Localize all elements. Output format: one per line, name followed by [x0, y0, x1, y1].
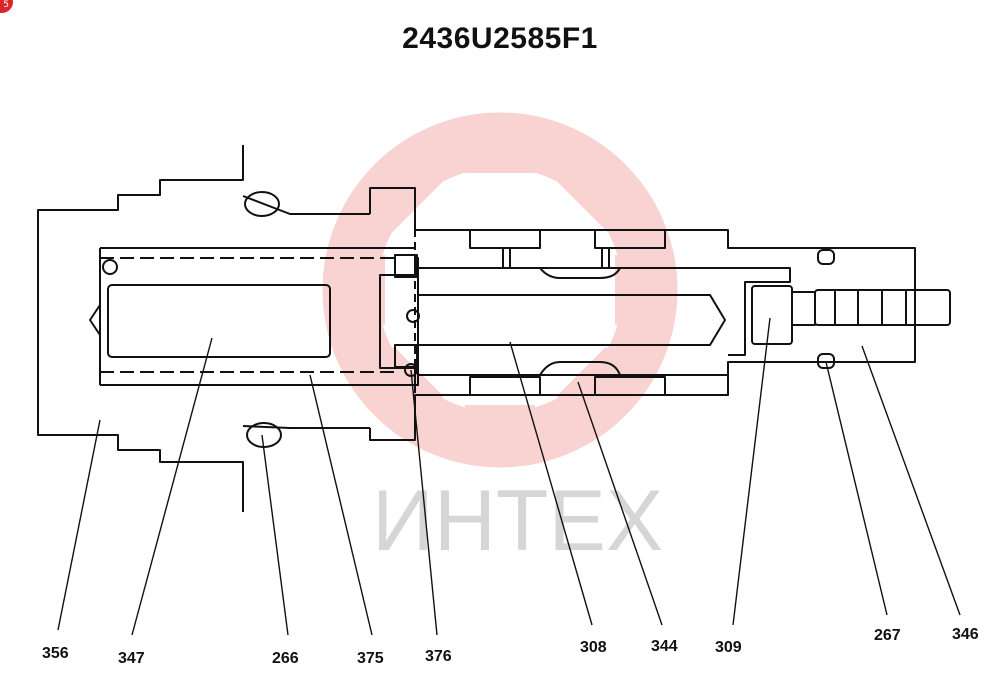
watermark-gear-icon	[322, 112, 678, 468]
part-label-266: 266	[272, 650, 299, 667]
part-label-267: 267	[874, 627, 901, 644]
leader-lines	[57, 317, 961, 636]
diagram-title: 2436U2585F1	[402, 22, 598, 55]
drawing-lines	[37, 145, 951, 515]
watermark-text: ИНТЕХ	[372, 473, 663, 569]
part-label-346: 346	[952, 626, 979, 643]
part-label-344: 344	[651, 638, 678, 655]
part-label-309: 309	[715, 639, 742, 656]
part-label-356: 356	[42, 645, 69, 662]
part-label-376: 376	[425, 648, 452, 665]
corner-badge: 5	[0, 0, 13, 13]
part-label-308: 308	[580, 639, 607, 656]
part-label-375: 375	[357, 650, 384, 667]
part-label-347: 347	[118, 650, 145, 667]
